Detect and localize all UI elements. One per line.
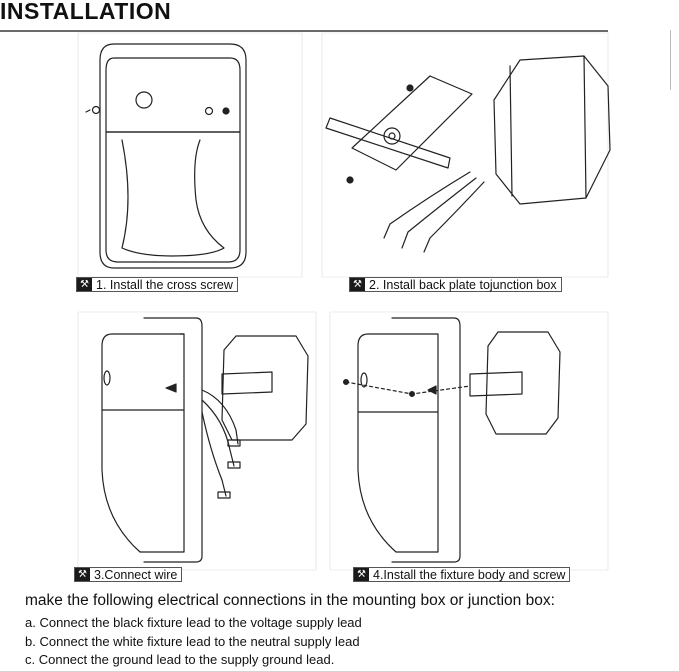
step-2-label: 2. Install back plate tojunction box bbox=[369, 277, 557, 292]
step-1-caption: ⚒ 1. Install the cross screw bbox=[76, 277, 238, 292]
list-item: b. Connect the white fixture lead to the… bbox=[25, 633, 360, 649]
step-3-caption: ⚒ 3.Connect wire bbox=[74, 567, 183, 582]
tools-icon: ⚒ bbox=[350, 278, 365, 291]
step-4-label: 4.Install the fixture body and screw bbox=[373, 567, 566, 582]
junction-box-bracket-diagram bbox=[325, 55, 611, 253]
connection-instructions-list: a. Connect the black fixture lead to the… bbox=[25, 614, 362, 670]
panel-1-frame bbox=[77, 32, 303, 278]
list-item: a. Connect the black fixture lead to the… bbox=[25, 615, 362, 630]
step-1-label: 1. Install the cross screw bbox=[96, 277, 233, 292]
tools-icon: ⚒ bbox=[354, 568, 369, 581]
fixture-front-diagram bbox=[85, 43, 247, 269]
alignment-guide bbox=[345, 381, 471, 395]
tools-icon: ⚒ bbox=[75, 568, 90, 581]
step-2-caption: ⚒ 2. Install back plate tojunction box bbox=[349, 277, 562, 292]
tools-icon: ⚒ bbox=[77, 278, 92, 291]
list-item: c. Connect the ground lead to the supply… bbox=[25, 652, 335, 667]
edge-line bbox=[670, 30, 671, 90]
wire-connection-diagram bbox=[101, 317, 309, 563]
panel-2-frame bbox=[321, 32, 609, 278]
step-4-caption: ⚒ 4.Install the fixture body and screw bbox=[353, 567, 571, 582]
title-divider bbox=[0, 30, 608, 32]
page-title: INSTALLATION bbox=[0, 0, 172, 24]
panel-3-frame bbox=[77, 311, 317, 571]
step-3-label: 3.Connect wire bbox=[94, 567, 178, 582]
panel-4-frame bbox=[329, 311, 609, 571]
connection-instructions-heading: make the following electrical connection… bbox=[25, 592, 555, 609]
